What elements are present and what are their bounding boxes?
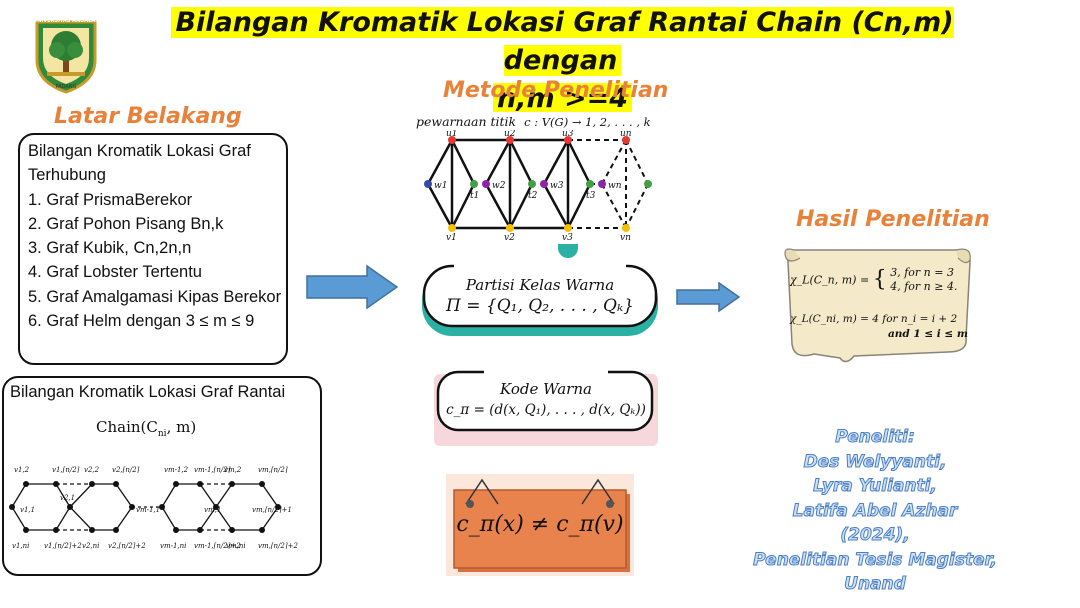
arrow-right-icon <box>306 264 399 310</box>
chain-label: Chain(Cni, m) <box>96 418 197 439</box>
credit-line: Unand <box>844 574 907 595</box>
graph-label-v2: v2 <box>504 233 515 240</box>
chain-top-label-2: v1,⌈n/2⌉ <box>52 466 80 474</box>
graph-label-wn: wn <box>608 181 622 191</box>
graph-label-w2: w2 <box>492 181 506 191</box>
graph-label-w1: w1 <box>434 181 447 191</box>
arrow-right-icon <box>676 281 741 313</box>
chain-mid-label-3: vm-1,1 <box>136 506 160 514</box>
hanging-sign: c_π(x) ≠ c_π(v) <box>446 474 634 576</box>
latar-item-2: 2. Graf Pohon Pisang Bn,k <box>28 214 224 233</box>
chain-mid-label-2: v2,1 <box>60 494 75 502</box>
latar-item-6: 6. Graf Helm dengan 3 ≤ m ≤ 9 <box>28 312 255 331</box>
hasil-formula-2: χ_L(C_ni, m) = 4 for n_i = i + 2 and 1 ≤… <box>790 313 968 340</box>
sign-formula: c_π(x) ≠ c_π(v) <box>456 512 624 537</box>
chain-bot-label-7: vm,ni <box>226 542 246 550</box>
graph-label-w3: w3 <box>550 181 564 191</box>
chain-top-label-4: v2,⌈n/2⌉ <box>112 466 140 474</box>
chain-bot-label-6: vm-1,⌈n/2⌉+2 <box>194 542 241 550</box>
coloring-graph-panel: pewarnaan titik c : V(G) → 1, 2, . . . ,… <box>416 112 666 240</box>
graph-label-v3: v3 <box>562 233 573 240</box>
latar-item-1: 1. Graf PrismaBerekor <box>28 190 193 209</box>
chain-bot-label-5: vm-1,ni <box>160 542 186 550</box>
hasil-scroll: χ_L(C_n, m) = { 3, for n = 3 4, for n ≥ … <box>780 240 978 368</box>
chain-top-label-6: vm-1,⌈n/2⌉ <box>194 466 231 474</box>
graph-label-vn: vn <box>620 233 631 240</box>
chain-top-label-3: v2,2 <box>84 466 100 474</box>
partisi-title: Partisi Kelas Warna <box>465 276 615 294</box>
latar-box-title: Bilangan Kromatik Lokasi Graf Terhubung <box>28 142 251 185</box>
graph-label-v1: v1 <box>446 233 457 240</box>
graph-label-t3: t3 <box>586 191 596 201</box>
chain-mid-label-4: vm,1 <box>204 506 221 514</box>
credit-line: Latifa Abel Azhar <box>792 500 958 521</box>
latar-belakang-box: Bilangan Kromatik Lokasi Graf Terhubung … <box>18 133 288 365</box>
coloring-label: pewarnaan titik c : V(G) → 1, 2, . . . ,… <box>416 114 651 129</box>
graph-label-u1: u1 <box>446 130 458 139</box>
logo-bottom-text: PADANG <box>55 84 77 90</box>
chain-mid-label-5: vm,⌈n/2⌉+1 <box>252 506 292 514</box>
prism-graph-diagram: u1 u2 u3 un v1 v2 v3 vn w1 w2 w3 wn t1 t… <box>424 130 652 240</box>
kode-panel: Kode Warna c_π = (d(x, Q₁), . . . , d(x,… <box>434 364 658 446</box>
credit-line: Lyra Yulianti, <box>813 476 938 497</box>
graph-label-un: un <box>620 130 632 139</box>
credit-line: Penelitian Tesis Magister, <box>753 549 998 570</box>
credit-line: Peneliti: <box>835 427 916 448</box>
partisi-formula: Π = {Q₁, Q₂, . . . , Qₖ} <box>446 296 634 316</box>
brace-icon: { <box>872 267 887 292</box>
chain-top-label-7: vm,2 <box>224 466 242 474</box>
hasil-heading: Hasil Penelitian <box>796 207 990 232</box>
teal-decoration <box>558 244 578 258</box>
graf-rantai-heading: Bilangan Kromatik Lokasi Graf Rantai <box>10 383 286 401</box>
chain-bot-label-3: v2,ni <box>82 542 99 550</box>
metode-heading: Metode Penelitian <box>443 78 669 103</box>
graph-label-u3: u3 <box>562 130 574 139</box>
graph-label-u2: u2 <box>504 130 516 139</box>
chain-mid-label-1: v1,1 <box>20 506 35 514</box>
latar-belakang-heading: Latar Belakang <box>54 104 242 129</box>
graf-rantai-box: Bilangan Kromatik Lokasi Graf Rantai Cha… <box>2 376 322 576</box>
chain-top-label-8: vm,⌈n/2⌉ <box>258 466 288 474</box>
credit-line: (2024), <box>840 525 910 546</box>
university-logo: UNIVERSITAS ANDALAS PADANG <box>33 16 99 94</box>
graph-label-t1: t1 <box>470 191 479 201</box>
kode-title: Kode Warna <box>500 380 592 398</box>
latar-item-5: 5. Graf Amalgamasi Kipas Berekor <box>28 287 282 306</box>
latar-item-3: 3. Graf Kubik, Cn,2n,n <box>28 239 192 258</box>
logo-top-text: UNIVERSITAS ANDALAS <box>33 18 99 24</box>
credit-line: Des Welyyanti, <box>803 451 947 472</box>
chain-bot-label-8: vm,⌈n/2⌉+2 <box>258 542 298 550</box>
page-title: Bilangan Kromatik Lokasi Graf Rantai Cha… <box>125 4 1000 118</box>
latar-item-4: 4. Graf Lobster Tertentu <box>28 263 202 282</box>
credits-block: Peneliti: Des Welyyanti, Lyra Yulianti, … <box>740 425 1010 597</box>
chain-graph-diagram: v1,2 v1,⌈n/2⌉ v2,2 v2,⌈n/2⌉ vm-1,2 vm-1,… <box>9 466 298 550</box>
chain-bot-label-4: v2,⌈n/2⌉+2 <box>108 542 146 550</box>
chain-top-label-5: vm-1,2 <box>164 466 189 474</box>
kode-formula: c_π = (d(x, Q₁), . . . , d(x, Qₖ)) <box>446 402 646 418</box>
chain-top-label-1: v1,2 <box>14 466 30 474</box>
chain-bot-label-2: v1,⌈n/2⌉+2 <box>44 542 82 550</box>
chain-bot-label-1: v1,ni <box>12 542 29 550</box>
hasil-formula-1: χ_L(C_n, m) = { 3, for n = 3 4, for n ≥ … <box>790 266 958 293</box>
graph-label-t2: t2 <box>528 191 538 201</box>
partisi-panel: Partisi Kelas Warna Π = {Q₁, Q₂, . . . ,… <box>418 250 662 342</box>
